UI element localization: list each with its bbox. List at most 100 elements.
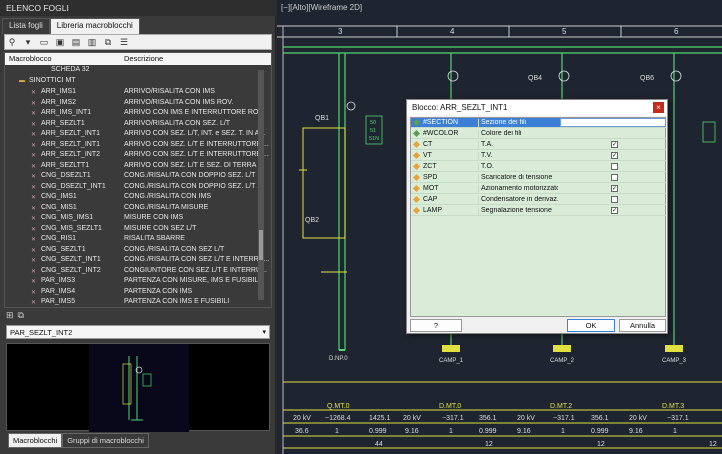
folder-delete-icon[interactable]: ▥ bbox=[87, 36, 97, 47]
table-cell: 1 bbox=[673, 428, 677, 435]
list-scrollbar[interactable] bbox=[258, 70, 264, 300]
library-toolbar: ⚲ ▾ ▭ ▣ ▤ ▥ ⧉ ☰ bbox=[4, 34, 272, 50]
table-cell: 12 bbox=[597, 441, 605, 448]
checkbox-cap[interactable] bbox=[611, 196, 618, 203]
search-icon[interactable]: ⚲ bbox=[8, 36, 16, 47]
checkbox-vt[interactable]: ✓ bbox=[611, 152, 618, 159]
block-icon: ✕ bbox=[31, 132, 37, 138]
block-icon: ✕ bbox=[31, 300, 37, 306]
scrollbar-thumb[interactable] bbox=[259, 230, 263, 260]
block-icon: ✕ bbox=[31, 226, 37, 233]
ok-button[interactable]: OK bbox=[567, 319, 615, 332]
node-label: D.NP.0 bbox=[329, 356, 348, 362]
section-input[interactable] bbox=[560, 118, 666, 127]
block-icon: ✕ bbox=[31, 195, 37, 201]
diamond-icon bbox=[412, 206, 421, 215]
column-header-macroblock[interactable]: Macroblocco bbox=[9, 54, 52, 63]
folder-open-icon[interactable]: ▭ bbox=[39, 36, 49, 47]
table-cell: 9.16 bbox=[405, 428, 419, 435]
tab-macroblock-library[interactable]: Libreria macroblocchi bbox=[49, 18, 140, 34]
macroblock-list: Macroblocco Descrizione SCHEDA 32 ▬SINOT… bbox=[4, 52, 272, 308]
insert-icon[interactable]: ⊞ bbox=[6, 310, 14, 320]
dialog-title: Blocco: ARR_SEZLT_INT1 bbox=[407, 100, 667, 116]
block-icon: ✕ bbox=[31, 100, 37, 107]
table-cell: 1425.1 bbox=[369, 415, 391, 422]
selected-block-combo[interactable]: PAR_SEZLT_INT2▾ bbox=[6, 325, 270, 339]
diamond-icon bbox=[412, 184, 421, 193]
table-cell: −317.1 bbox=[442, 415, 464, 422]
ruler-number: 5 bbox=[562, 27, 567, 36]
table-cell: 1 bbox=[335, 428, 339, 435]
diamond-icon bbox=[412, 195, 421, 204]
help-button[interactable]: ? bbox=[410, 319, 462, 332]
relay-51n: 51N bbox=[369, 136, 379, 142]
viewport-controls[interactable]: [−][Alto][Wireframe 2D] bbox=[281, 3, 363, 12]
breaker-label: QB2 bbox=[305, 217, 319, 224]
block-icon: ✕ bbox=[31, 216, 37, 222]
new-folder-icon[interactable]: ▣ bbox=[55, 36, 65, 47]
tab-macroblocks[interactable]: Macroblocchi bbox=[8, 433, 63, 448]
block-icon: ✕ bbox=[31, 90, 37, 96]
tab-macroblock-groups[interactable]: Gruppi di macroblocchi bbox=[62, 433, 149, 448]
block-icon: ✕ bbox=[31, 111, 37, 117]
block-icon: ✕ bbox=[31, 258, 37, 264]
tab-sheet-list[interactable]: Lista fogli bbox=[2, 18, 50, 34]
block-icon: ✕ bbox=[31, 153, 37, 159]
menu-icon[interactable]: ☰ bbox=[119, 36, 129, 47]
column-header-description[interactable]: Descrizione bbox=[124, 54, 164, 63]
table-header: D.MT.2 bbox=[550, 403, 572, 410]
block-icon: ✕ bbox=[31, 247, 37, 254]
load-label: CAMP_1 bbox=[439, 358, 464, 364]
checkbox-zct[interactable] bbox=[611, 163, 618, 170]
block-icon: ✕ bbox=[31, 184, 37, 191]
table-cell: 0.999 bbox=[479, 428, 497, 435]
table-cell: 20 kV bbox=[629, 415, 647, 422]
checkbox-spd[interactable] bbox=[611, 174, 618, 181]
checkbox-ct[interactable]: ✓ bbox=[611, 141, 618, 148]
list-item[interactable]: SCHEDA 32 bbox=[51, 66, 90, 73]
chevron-down-icon[interactable]: ▾ bbox=[262, 329, 266, 336]
chevron-down-icon[interactable]: ▾ bbox=[25, 36, 31, 47]
list-item[interactable]: ▬SINOTTICI MT bbox=[19, 77, 76, 84]
copy-icon[interactable]: ⧉ bbox=[17, 310, 24, 320]
cancel-button[interactable]: Annulla bbox=[619, 319, 666, 332]
ruler-number: 6 bbox=[674, 27, 679, 36]
table-cell: −317.1 bbox=[553, 415, 575, 422]
folder-icon: ▬ bbox=[19, 78, 25, 84]
folder-edit-icon[interactable]: ▤ bbox=[71, 36, 81, 47]
checkbox-lamp[interactable]: ✓ bbox=[611, 207, 618, 214]
close-button[interactable]: × bbox=[653, 102, 664, 113]
copy-icon[interactable]: ⧉ bbox=[104, 36, 112, 47]
checkbox-mot[interactable]: ✓ bbox=[611, 185, 618, 192]
